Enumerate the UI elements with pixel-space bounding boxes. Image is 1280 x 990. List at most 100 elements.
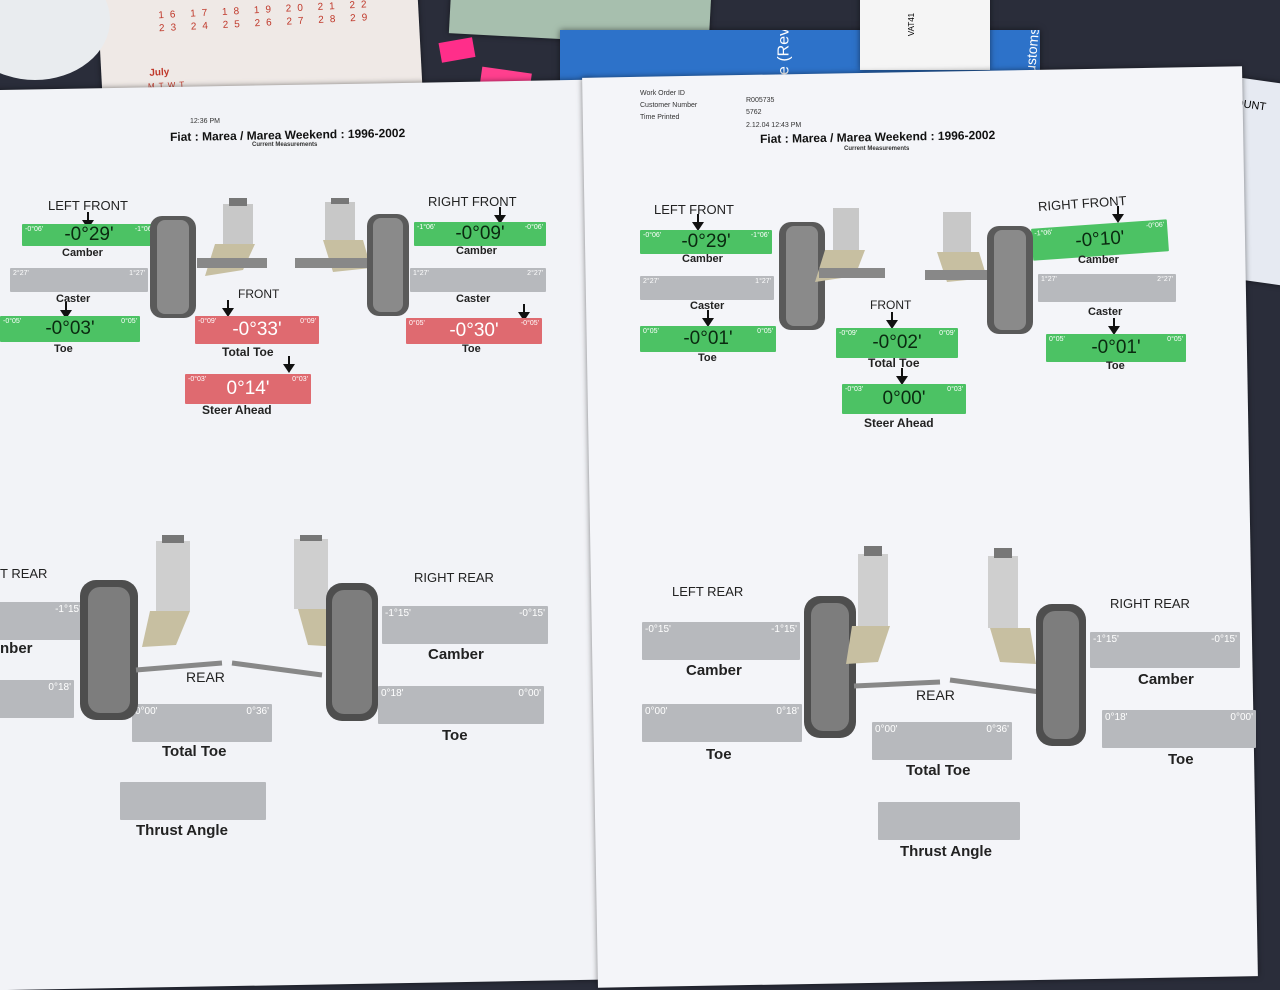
right-rear-toe-gauge: 0°18' 0°00' [378, 686, 544, 724]
left-camber-value: -0°29' [64, 224, 114, 245]
r-right-camber-arrow-icon [1112, 206, 1124, 223]
white-document: VAT41 [860, 0, 990, 70]
total-toe-gauge: -0°09' 0°09' -0°33' [195, 316, 319, 344]
left-time: 12:36 PM [190, 118, 220, 125]
meta-value-time: 2.12.04 12:43 PM [746, 122, 802, 129]
meta-label-time: Time Printed [640, 114, 680, 121]
left-toe-label: Toe [54, 343, 73, 355]
r-right-rear-camber-label: Camber [1138, 671, 1194, 688]
thrust-angle-label: Thrust Angle [136, 822, 228, 839]
r-right-caster-label: Caster [1088, 306, 1123, 318]
r-left-camber-value: -0°29' [681, 231, 731, 252]
r-left-rear-toe-label: Toe [706, 746, 732, 763]
right-subtitle: Current Measurements [844, 146, 910, 152]
right-toe-gauge: 0°05' -0°05' -0°30' [406, 318, 542, 344]
steer-ahead-arrow-icon [283, 356, 295, 373]
left-rear-heading: T REAR [0, 566, 48, 581]
r-left-caster-gauge: 2°27' 1°27' [640, 276, 774, 300]
r-steer-ahead-gauge: -0°03' 0°03' 0°00' [842, 384, 966, 414]
meta-label-customer: Customer Number [640, 102, 698, 109]
r-thrust-angle-gauge [878, 802, 1020, 840]
pink-tab [438, 37, 476, 63]
left-toe-gauge: -0°05' 0°05' -0°03' [0, 316, 140, 342]
r-rear-suspension-illustration [804, 546, 1086, 746]
r-right-toe-gauge: 0°05' 0°05' -0°01' [1046, 334, 1186, 362]
calendar-month: July [149, 66, 170, 79]
r-left-camber-gauge: -0°06' -1°06' -0°29' [640, 230, 772, 254]
right-rear-toe-label: Toe [442, 727, 468, 744]
right-toe-arrow-icon [518, 304, 530, 321]
left-front-heading: LEFT FRONT [48, 198, 128, 213]
r-steer-ahead-value: 0°00' [882, 388, 926, 409]
rear-total-toe-label: Total Toe [162, 743, 227, 760]
r-left-rear-camber-label: Camber [686, 662, 742, 679]
r-left-front-heading: LEFT FRONT [654, 202, 734, 217]
r-left-rear-camber-gauge: -0°15' -1°15' [642, 622, 800, 660]
doc-text: VAT41 [907, 12, 917, 37]
front-axle-label: FRONT [238, 287, 280, 301]
r-left-toe-label: Toe [698, 352, 717, 364]
left-toe-arrow-icon [60, 302, 72, 319]
total-toe-arrow-icon [222, 300, 234, 317]
left-caster-label: Caster [56, 293, 91, 305]
right-front-heading: RIGHT FRONT [428, 194, 517, 209]
right-caster-gauge: 1°27' 2°27' [410, 268, 546, 292]
meta-label-work-order: Work Order ID [640, 90, 685, 97]
plate [0, 0, 110, 80]
left-rear-suspension-illustration [80, 535, 378, 721]
left-rear-camber-label: nber [0, 640, 33, 657]
left-subtitle: Current Measurements [252, 142, 318, 148]
total-toe-label: Total Toe [222, 345, 274, 359]
meta-value-customer: 5762 [746, 109, 762, 116]
steer-ahead-label: Steer Ahead [202, 403, 272, 417]
right-toe-value: -0°30' [449, 320, 499, 341]
r-right-toe-arrow-icon [1108, 318, 1120, 335]
r-left-rear-toe-gauge: 0°00' 0°18' [642, 704, 802, 742]
r-rear-total-toe-label: Total Toe [906, 762, 971, 779]
left-rear-toe-gauge: 0°18' [0, 680, 74, 718]
right-rear-camber-label: Camber [428, 646, 484, 663]
steer-ahead-gauge: -0°03' 0°03' 0°14' [185, 374, 311, 404]
r-total-toe-gauge: -0°09' 0°09' -0°02' [836, 328, 958, 358]
r-right-toe-value: -0°01' [1091, 337, 1141, 358]
left-front-suspension-illustration [150, 198, 409, 318]
r-front-axle-label: FRONT [870, 298, 912, 312]
thrust-angle-gauge [120, 782, 266, 820]
right-camber-gauge: -1°06' -0°06' -0°09' [414, 222, 546, 246]
r-left-toe-arrow-icon [702, 310, 714, 327]
left-caster-gauge: 2°27' 1°27' [10, 268, 148, 292]
total-toe-value: -0°33' [232, 319, 282, 340]
r-right-rear-toe-gauge: 0°18' 0°00' [1102, 710, 1256, 748]
left-toe-value: -0°03' [45, 318, 95, 339]
rear-total-toe-gauge: 0°00' 0°36' [132, 704, 272, 742]
r-total-toe-value: -0°02' [872, 332, 922, 353]
r-left-camber-label: Camber [682, 253, 723, 265]
right-caster-label: Caster [456, 293, 491, 305]
r-total-toe-arrow-icon [886, 312, 898, 329]
r-left-toe-gauge: 0°05' 0°05' -0°01' [640, 326, 776, 352]
left-camber-label: Camber [62, 247, 103, 259]
right-camber-value: -0°09' [455, 223, 505, 244]
r-steer-ahead-label: Steer Ahead [864, 416, 934, 430]
r-right-rear-camber-gauge: -1°15' -0°15' [1090, 632, 1240, 668]
r-right-rear-heading: RIGHT REAR [1110, 596, 1190, 611]
rear-axle-label: REAR [186, 669, 225, 685]
r-left-toe-value: -0°01' [683, 328, 733, 349]
r-left-camber-arrow-icon [692, 214, 704, 231]
r-left-caster-label: Caster [690, 300, 725, 312]
r-total-toe-label: Total Toe [868, 356, 920, 370]
left-rear-camber-gauge: -1°15' [0, 602, 84, 640]
right-rear-camber-gauge: -1°15' -0°15' [382, 606, 548, 644]
r-right-caster-gauge: 1°27' 2°27' [1038, 274, 1176, 302]
right-rear-heading: RIGHT REAR [414, 570, 494, 585]
r-rear-total-toe-gauge: 0°00' 0°36' [872, 722, 1012, 760]
meta-value-work-order: R005735 [746, 97, 775, 104]
r-right-rear-toe-label: Toe [1168, 751, 1194, 768]
right-camber-label: Camber [456, 245, 497, 257]
r-right-camber-label: Camber [1078, 254, 1119, 266]
r-steer-ahead-arrow-icon [896, 368, 908, 385]
r-right-toe-label: Toe [1106, 360, 1125, 372]
left-camber-gauge: -0°06' -1°06' -0°29' [22, 224, 156, 246]
right-camber-arrow-icon [494, 207, 506, 224]
steer-ahead-value: 0°14' [226, 378, 270, 399]
